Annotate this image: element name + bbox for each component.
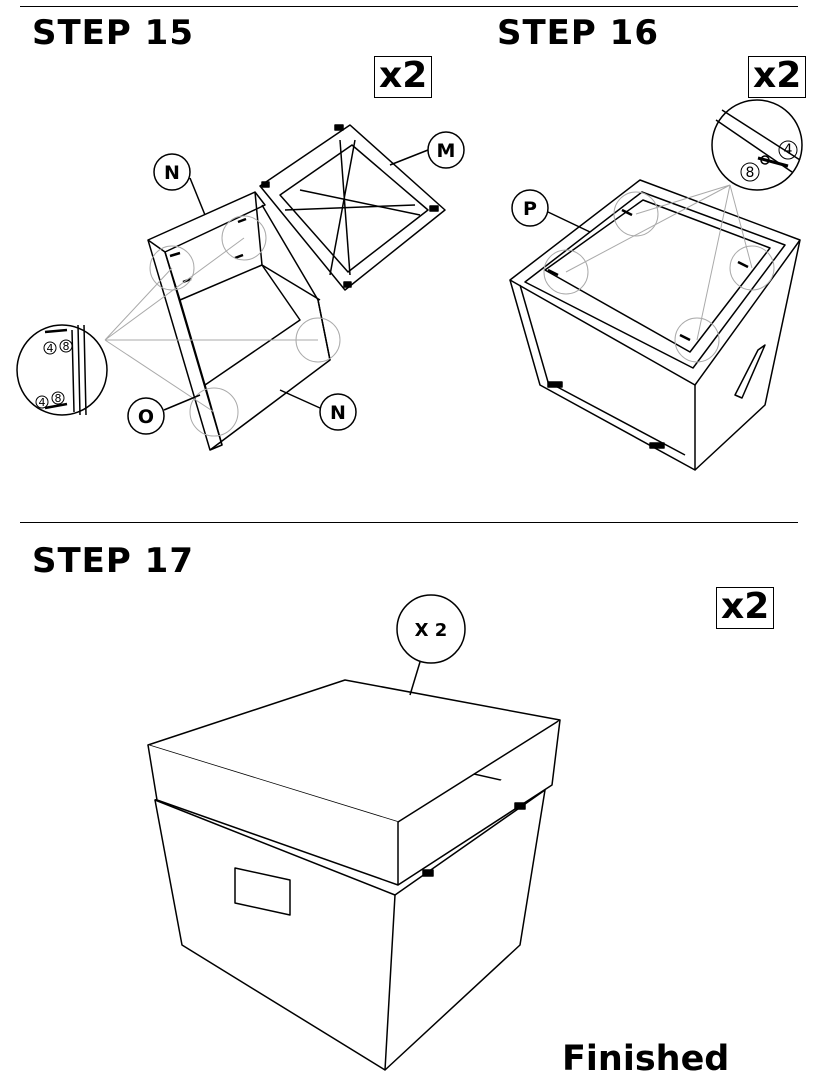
hardware-detail-circle <box>16 324 108 416</box>
detail-screw <box>44 328 68 410</box>
hinge-mark <box>343 281 352 288</box>
top-rule <box>20 6 798 7</box>
step-16-title: STEP 16 <box>497 13 659 53</box>
callout-n-lower <box>319 393 357 431</box>
detail-screw <box>757 156 789 168</box>
frame-inner-floor <box>179 264 301 386</box>
step-16-illustration <box>509 99 803 471</box>
hardware-label: 8 <box>63 340 70 353</box>
step-16-quantity: x2 <box>748 56 807 98</box>
hinge-mark <box>261 181 270 188</box>
panel-n-inner <box>164 191 263 301</box>
step-15-quantity: x2 <box>374 56 433 98</box>
part-label-n-upper: N <box>164 162 180 184</box>
storage-box-front <box>154 799 396 1071</box>
part-label-n-lower: N <box>330 402 346 424</box>
screw <box>169 217 247 284</box>
side-handle-hole <box>734 344 766 399</box>
hinge-mark <box>334 124 344 131</box>
middle-rule <box>20 522 798 523</box>
hardware-label: 4 <box>784 142 793 158</box>
callout-o <box>127 397 165 435</box>
hinge-mark <box>429 205 439 212</box>
step-17-illustration <box>147 594 561 1071</box>
step-15-title: STEP 15 <box>32 13 194 53</box>
part-label-o: O <box>138 406 154 428</box>
assembled-box-top-inner <box>524 191 786 369</box>
lid-quantity-label: X 2 <box>415 620 448 641</box>
part-label-p: P <box>523 198 537 220</box>
panel-m-inner <box>279 144 429 273</box>
assembled-box-opening <box>544 199 771 353</box>
assembled-box-front <box>509 279 696 471</box>
lid-front <box>147 744 399 886</box>
lid-side <box>397 719 561 886</box>
panel-n-bottom-edge <box>209 299 331 451</box>
assembled-box-side <box>694 239 801 471</box>
front-handle-hole <box>234 867 291 916</box>
storage-box-side <box>384 789 546 1071</box>
hardware-label: 4 <box>39 396 46 409</box>
callout-p <box>511 189 549 227</box>
hardware-label: 8 <box>55 392 62 405</box>
detail-panel-edge <box>71 324 87 416</box>
callout-n-upper <box>153 153 191 191</box>
panel-m <box>259 124 446 291</box>
panel-n-top-edge <box>147 191 266 253</box>
step-17-quantity: x2 <box>716 587 775 629</box>
hardware-label: 8 <box>746 165 755 181</box>
panel-n-left-edge <box>147 239 223 451</box>
step-15-illustration <box>16 124 465 451</box>
step-17-title: STEP 17 <box>32 541 194 581</box>
screw <box>547 208 749 342</box>
hardware-label: 4 <box>47 342 54 355</box>
part-label-m: M <box>437 140 456 162</box>
finished-caption: Finished <box>562 1039 730 1079</box>
hardware-detail-circle <box>711 99 803 191</box>
callout-lid-quantity <box>396 594 466 664</box>
